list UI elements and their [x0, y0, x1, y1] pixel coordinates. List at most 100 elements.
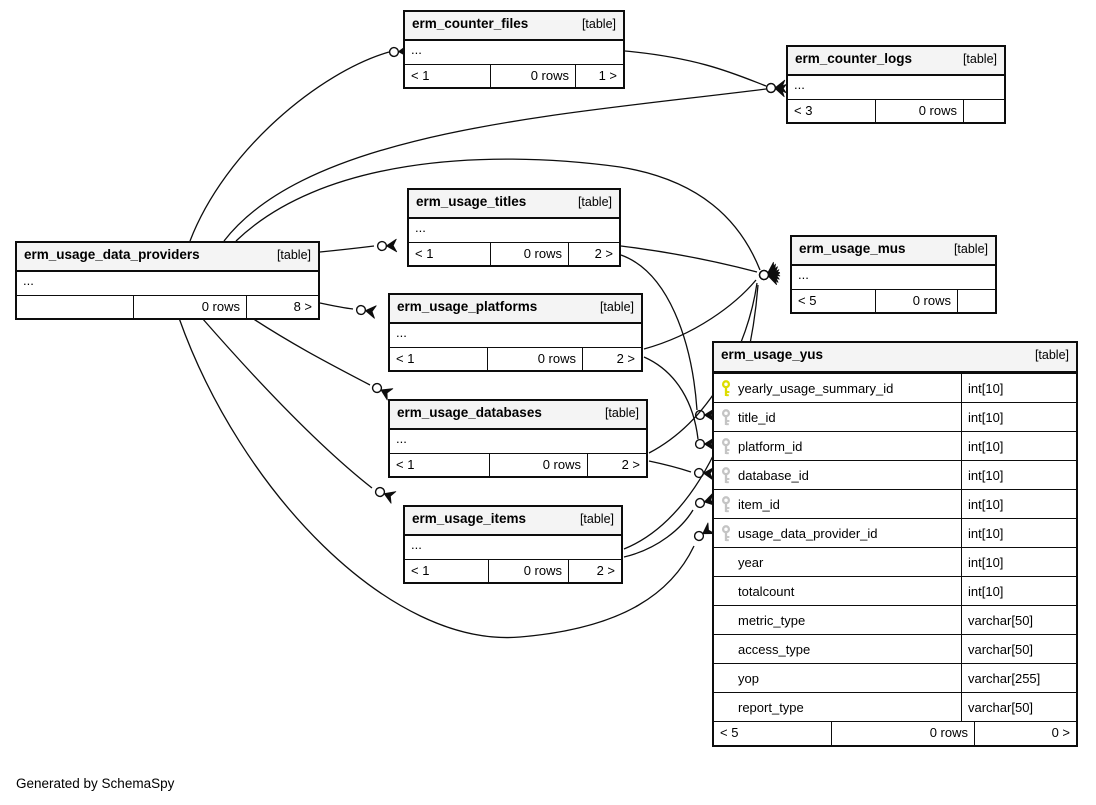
primary-key-icon: [721, 379, 731, 396]
column-name: totalcount: [738, 583, 795, 599]
table-header[interactable]: erm_usage_databases [table]: [390, 401, 646, 430]
parents-count: < 5: [792, 290, 876, 312]
table-type-tag: [table]: [577, 195, 612, 209]
children-count: 2 >: [596, 563, 615, 578]
table-title: erm_usage_yus: [721, 347, 824, 362]
table-header[interactable]: erm_counter_logs [table]: [788, 47, 1004, 76]
column-type: varchar[50]: [961, 693, 1076, 721]
foreign-key-icon: [721, 466, 731, 483]
table-header[interactable]: erm_usage_items [table]: [405, 507, 621, 536]
table-title: erm_usage_databases: [397, 405, 542, 420]
column-name: year: [738, 554, 764, 570]
table-header[interactable]: erm_usage_titles [table]: [409, 190, 619, 219]
parents-count: < 1: [405, 560, 489, 582]
table-header[interactable]: erm_usage_data_providers [table]: [17, 243, 318, 272]
collapsed-columns: ...: [405, 41, 623, 65]
collapsed-columns: ...: [390, 430, 646, 454]
column-row[interactable]: database_id int[10]: [714, 460, 1076, 489]
fk-endpoint-icon: [371, 382, 394, 401]
column-row[interactable]: access_type varchar[50]: [714, 634, 1076, 663]
column-name: metric_type: [738, 612, 806, 628]
column-row[interactable]: report_type varchar[50]: [714, 692, 1076, 721]
children-count: 1 >: [598, 68, 617, 83]
children-count: 8 >: [293, 299, 312, 314]
foreign-key-icon: [721, 524, 731, 541]
table-node-erm_usage_data_providers[interactable]: erm_usage_data_providers [table] ...0 ro…: [15, 241, 320, 320]
table-title: erm_usage_items: [412, 511, 527, 526]
column-row[interactable]: usage_data_provider_id int[10]: [714, 518, 1076, 547]
column-row[interactable]: platform_id int[10]: [714, 431, 1076, 460]
column-type: int[10]: [961, 548, 1076, 576]
fk-endpoint-icon: [694, 437, 715, 451]
table-header[interactable]: erm_usage_yus [table]: [714, 343, 1076, 373]
table-header[interactable]: erm_usage_mus [table]: [792, 237, 995, 266]
column-name: report_type: [738, 699, 804, 715]
relationship-edge-erm_usage_data_providers-to-erm_usage_titles: [319, 245, 375, 253]
table-node-erm_usage_yus[interactable]: erm_usage_yus [table] yearly_usage_summa…: [712, 341, 1078, 747]
table-title: erm_counter_files: [412, 16, 529, 31]
collapsed-columns: ...: [409, 219, 619, 243]
column-row[interactable]: year int[10]: [714, 547, 1076, 576]
collapsed-columns: ...: [405, 536, 621, 560]
fk-endpoint-icon: [693, 522, 716, 542]
column-row[interactable]: item_id int[10]: [714, 489, 1076, 518]
row-count: 0 rows: [134, 296, 247, 318]
children-count: 0 >: [1051, 725, 1070, 740]
row-count: 0 rows: [491, 65, 576, 87]
column-name: database_id: [738, 467, 809, 483]
column-row[interactable]: totalcount int[10]: [714, 576, 1076, 605]
relationship-edge-erm_usage_data_providers-to-erm_usage_items: [201, 317, 373, 489]
collapsed-columns: ...: [390, 324, 641, 348]
parents-count: < 1: [405, 65, 491, 87]
generator-credit: Generated by SchemaSpy: [16, 776, 175, 791]
column-row[interactable]: title_id int[10]: [714, 402, 1076, 431]
table-header[interactable]: erm_usage_platforms [table]: [390, 295, 641, 324]
table-type-tag: [table]: [1034, 348, 1069, 362]
column-name: usage_data_provider_id: [738, 525, 878, 541]
relationship-edge-erm_usage_data_providers-to-erm_usage_yus-usage_data_provider_id: [178, 317, 695, 639]
relationship-edge-erm_usage_items-to-erm_usage_yus-item_id: [623, 509, 694, 558]
table-title: erm_usage_mus: [799, 241, 906, 256]
table-type-tag: [table]: [953, 242, 988, 256]
table-title: erm_usage_titles: [416, 194, 527, 209]
relationship-edge-erm_usage_data_providers-to-erm_usage_mus: [235, 158, 761, 271]
column-type: varchar[50]: [961, 606, 1076, 634]
collapsed-columns: ...: [17, 272, 318, 296]
column-row[interactable]: yearly_usage_summary_id int[10]: [714, 373, 1076, 402]
relationship-edge-erm_usage_data_providers-to-erm_usage_platforms: [319, 302, 354, 310]
column-type: int[10]: [961, 374, 1076, 402]
parents-count: < 5: [714, 722, 832, 745]
table-type-tag: [table]: [579, 512, 614, 526]
column-row[interactable]: yop varchar[255]: [714, 663, 1076, 692]
column-row[interactable]: metric_type varchar[50]: [714, 605, 1076, 634]
parents-count: [17, 296, 134, 318]
table-type-tag: [table]: [276, 248, 311, 262]
column-type: varchar[50]: [961, 635, 1076, 663]
column-name: yearly_usage_summary_id: [738, 380, 894, 396]
fk-endpoint-icon: [376, 238, 398, 253]
table-header[interactable]: erm_counter_files [table]: [405, 12, 623, 41]
table-type-tag: [table]: [581, 17, 616, 31]
children-count: [964, 100, 1004, 122]
column-name: item_id: [738, 496, 780, 512]
children-count: 2 >: [594, 246, 613, 261]
relationship-edge-erm_usage_titles-to-erm_usage_mus: [620, 245, 758, 273]
table-type-tag: [table]: [962, 52, 997, 66]
relationship-edge-erm_usage_titles-to-erm_usage_yus-title_id: [620, 254, 698, 411]
